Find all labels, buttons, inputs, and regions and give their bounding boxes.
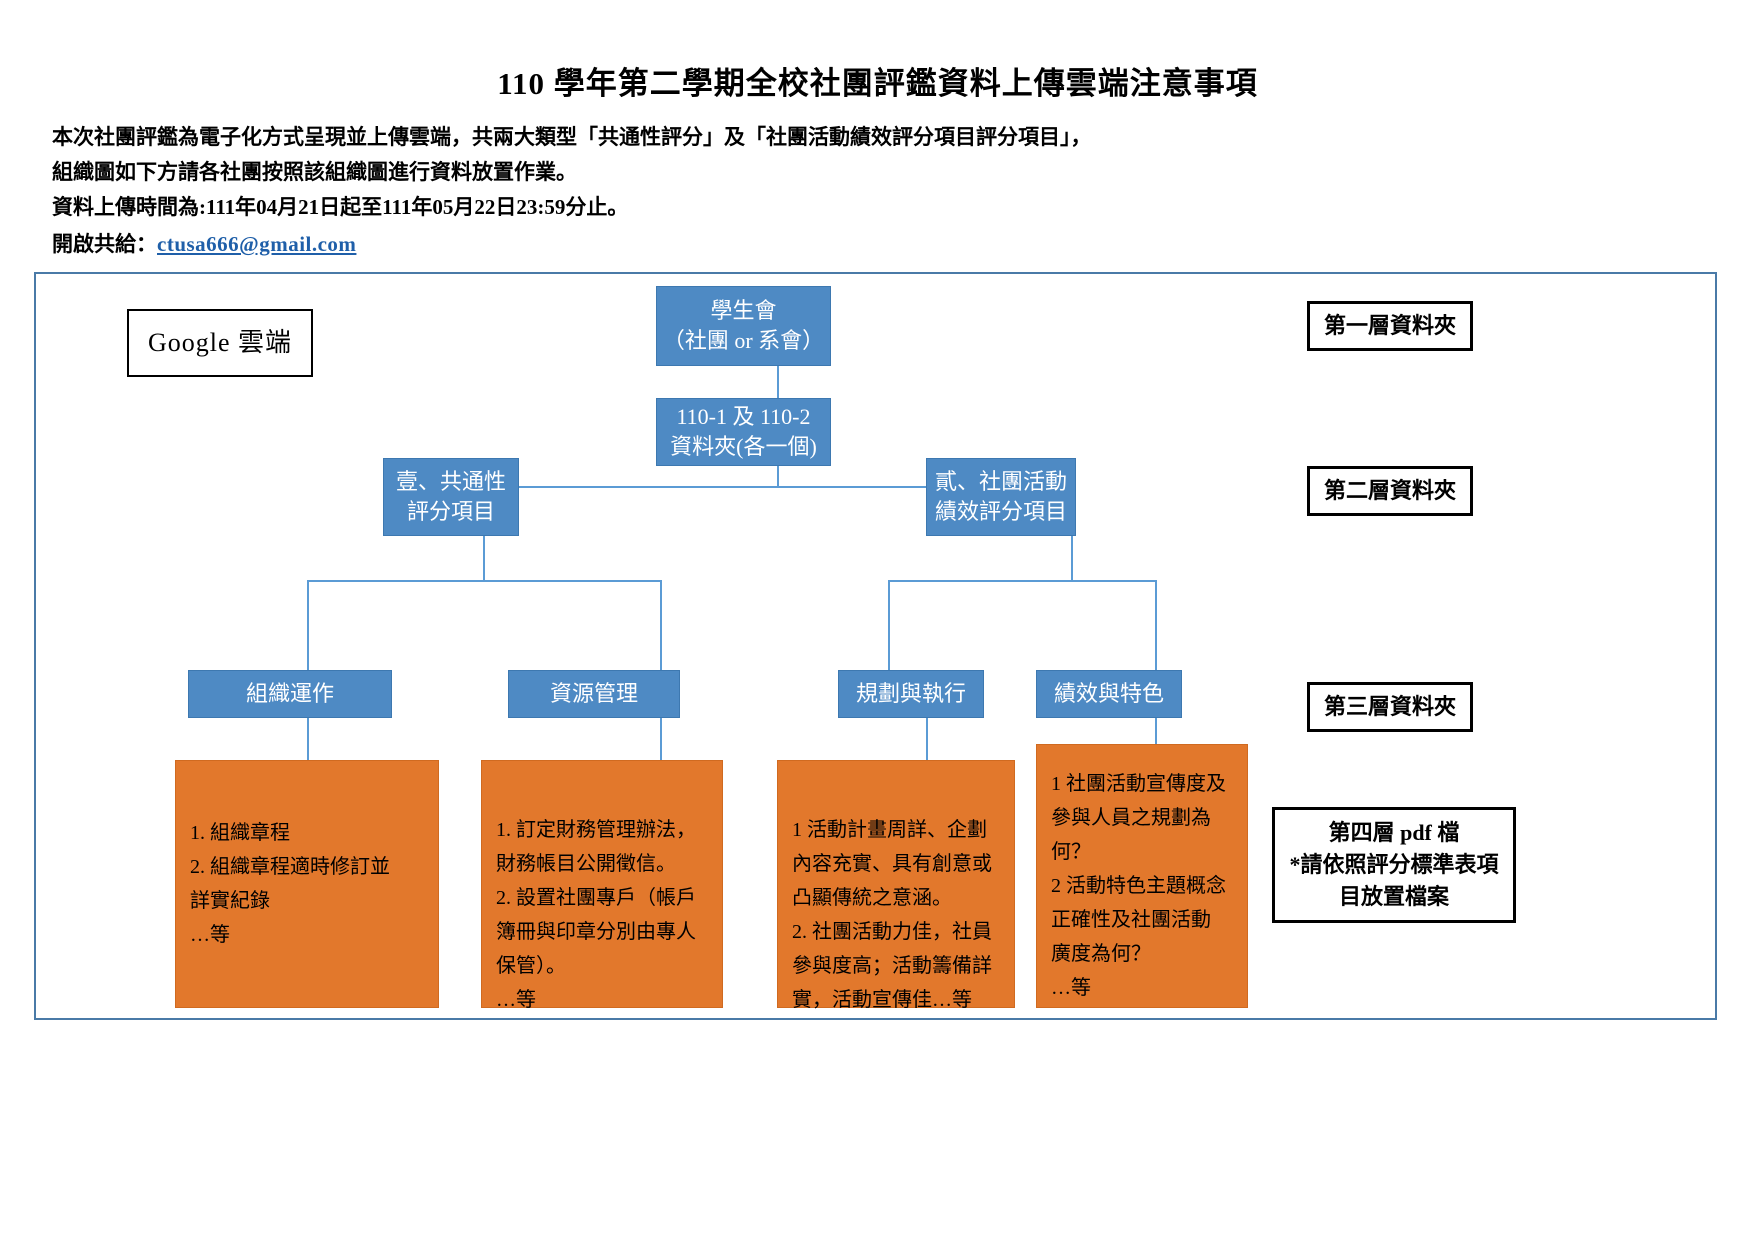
node-student-association-line2: （社團 or 系會） [662, 328, 825, 353]
leaf-org-operation[interactable]: 1. 組織章程 2. 組織章程適時修訂並 詳實紀錄 …等 [175, 760, 439, 1008]
intro-line-3: 資料上傳時間為:111年04月21日起至111年05月22日23:59分止。 [52, 195, 629, 219]
layer-label-4-line1: 第四層 pdf 檔 [1328, 820, 1460, 845]
node-plan-execution-label: 規劃與執行 [855, 681, 966, 706]
node-category-common-line2: 評分項目 [406, 499, 495, 524]
leaf-performance-feature-items: 1 社團活動宣傳度及 參與人員之規劃為 何？ 2 活動特色主題概念 正確性及社團… [1051, 767, 1233, 1005]
node-folder-110-line1: 110-1 及 110-2 [676, 404, 811, 429]
connector-activity-bus [888, 580, 1156, 582]
leaf-item: 1. 訂定財務管理辦法， [496, 819, 696, 841]
connector-common-to-resource [660, 580, 662, 670]
layer-label-4-line2: *請依照評分標準表項 [1289, 852, 1499, 877]
layer-label-4-line3: 目放置檔案 [1338, 884, 1449, 909]
share-email-line: 開啟共給：ctusa666@gmail.com [52, 227, 1452, 262]
leaf-plan-execution[interactable]: 1 活動計畫周詳、企劃 內容充實、具有創意或 凸顯傳統之意涵。 2. 社團活動力… [777, 760, 1015, 1011]
connector-performance-to-leaf [1155, 718, 1157, 760]
node-performance-feature[interactable]: 績效與特色 [1036, 670, 1182, 718]
leaf-item: 2. 社團活動力佳，社員 [792, 921, 992, 943]
node-category-activity[interactable]: 貳、社團活動 績效評分項目 [926, 458, 1076, 536]
share-email-link[interactable]: ctusa666@gmail.com [157, 232, 357, 256]
node-folder-110[interactable]: 110-1 及 110-2 資料夾(各一個) [656, 398, 831, 466]
node-performance-feature-label: 績效與特色 [1053, 681, 1164, 706]
connector-common-down [483, 536, 485, 581]
leaf-org-operation-items: 1. 組織章程 2. 組織章程適時修訂並 詳實紀錄 …等 [190, 816, 424, 952]
leaf-item: 財務帳目公開徵信。 [496, 853, 676, 875]
layer-label-2-text: 第二層資料夾 [1323, 478, 1456, 503]
node-category-common[interactable]: 壹、共通性 評分項目 [383, 458, 519, 536]
node-student-association[interactable]: 學生會 （社團 or 系會） [656, 286, 831, 366]
leaf-item: 內容充實、具有創意或 [792, 853, 992, 875]
intro-paragraph: 本次社團評鑑為電子化方式呈現並上傳雲端，共兩大類型「共通性評分」及「社團活動績效… [52, 120, 1452, 262]
layer-label-1-text: 第一層資料夾 [1323, 313, 1456, 338]
leaf-item: 2. 設置社團專戶（帳戶 [496, 887, 696, 909]
leaf-item: 參與度高；活動籌備詳 [792, 955, 992, 977]
diagram-frame: Google 雲端 學生會 （社團 or 系會） 110-1 及 110-2 資… [34, 272, 1717, 1020]
leaf-item: 參與人員之規劃為 [1051, 807, 1211, 829]
share-email-label: 開啟共給： [52, 232, 157, 256]
node-category-common-line1: 壹、共通性 [395, 469, 506, 494]
google-cloud-label: Google 雲端 [147, 328, 293, 357]
connector-activity-down [1071, 536, 1073, 581]
connector-resource-to-leaf [660, 718, 662, 760]
leaf-item: …等 [190, 924, 230, 946]
leaf-item: 正確性及社團活動 [1051, 909, 1211, 931]
google-cloud-label-box: Google 雲端 [127, 309, 313, 377]
leaf-plan-execution-items: 1 活動計畫周詳、企劃 內容充實、具有創意或 凸顯傳統之意涵。 2. 社團活動力… [792, 813, 1000, 1017]
node-category-activity-line1: 貳、社團活動 [934, 469, 1067, 494]
layer-label-3-text: 第三層資料夾 [1323, 694, 1456, 719]
node-folder-110-line2: 資料夾(各一個) [670, 434, 817, 459]
leaf-item: 1 活動計畫周詳、企劃 [792, 819, 987, 841]
connector-activity-to-plan [888, 580, 890, 670]
connector-common-to-org [307, 580, 309, 670]
connector-level2-bus [483, 486, 1072, 488]
connector-activity-to-performance [1155, 580, 1157, 670]
layer-label-1: 第一層資料夾 [1307, 301, 1473, 351]
node-org-operation-label: 組織運作 [245, 681, 334, 706]
connector-folder-stub [777, 466, 779, 486]
leaf-item: …等 [496, 989, 536, 1011]
layer-label-3: 第三層資料夾 [1307, 682, 1473, 732]
layer-label-2: 第二層資料夾 [1307, 466, 1473, 516]
leaf-item: 1 社團活動宣傳度及 [1051, 773, 1226, 795]
node-plan-execution[interactable]: 規劃與執行 [838, 670, 984, 718]
connector-org-to-leaf [307, 718, 309, 760]
leaf-item: 2 活動特色主題概念 [1051, 875, 1226, 897]
leaf-item: 保管）。 [496, 955, 566, 977]
leaf-resource-management-items: 1. 訂定財務管理辦法， 財務帳目公開徵信。 2. 設置社團專戶（帳戶 簿冊與印… [496, 813, 708, 1017]
leaf-item: 實，活動宣傳佳…等 [792, 989, 972, 1011]
leaf-resource-management[interactable]: 1. 訂定財務管理辦法， 財務帳目公開徵信。 2. 設置社團專戶（帳戶 簿冊與印… [481, 760, 723, 1011]
leaf-item: …等 [1051, 977, 1091, 999]
leaf-performance-feature[interactable]: 1 社團活動宣傳度及 參與人員之規劃為 何？ 2 活動特色主題概念 正確性及社團… [1036, 744, 1248, 1008]
node-student-association-line1: 學生會 [710, 298, 777, 323]
node-category-activity-line2: 績效評分項目 [934, 499, 1067, 524]
leaf-item: 2. 組織章程適時修訂並 [190, 856, 390, 878]
intro-line-2: 組織圖如下方請各社團按照該組織圖進行資料放置作業。 [52, 160, 577, 184]
connector-common-bus [307, 580, 661, 582]
node-resource-management[interactable]: 資源管理 [508, 670, 680, 718]
leaf-item: 詳實紀錄 [190, 890, 270, 912]
intro-line-1: 本次社團評鑑為電子化方式呈現並上傳雲端，共兩大類型「共通性評分」及「社團活動績效… [52, 125, 1092, 149]
layer-label-4-pdf: 第四層 pdf 檔 *請依照評分標準表項 目放置檔案 [1272, 807, 1516, 923]
connector-plan-to-leaf [926, 718, 928, 760]
leaf-item: 1. 組織章程 [190, 822, 290, 844]
node-resource-management-label: 資源管理 [549, 681, 638, 706]
leaf-item: 簿冊與印章分別由專人 [496, 921, 696, 943]
leaf-item: 何？ [1051, 841, 1091, 863]
page-title: 110 學年第二學期全校社團評鑑資料上傳雲端注意事項 [497, 66, 1258, 101]
node-org-operation[interactable]: 組織運作 [188, 670, 392, 718]
connector-root-to-folder [777, 366, 779, 398]
leaf-item: 凸顯傳統之意涵。 [792, 887, 952, 909]
leaf-item: 廣度為何？ [1051, 943, 1151, 965]
